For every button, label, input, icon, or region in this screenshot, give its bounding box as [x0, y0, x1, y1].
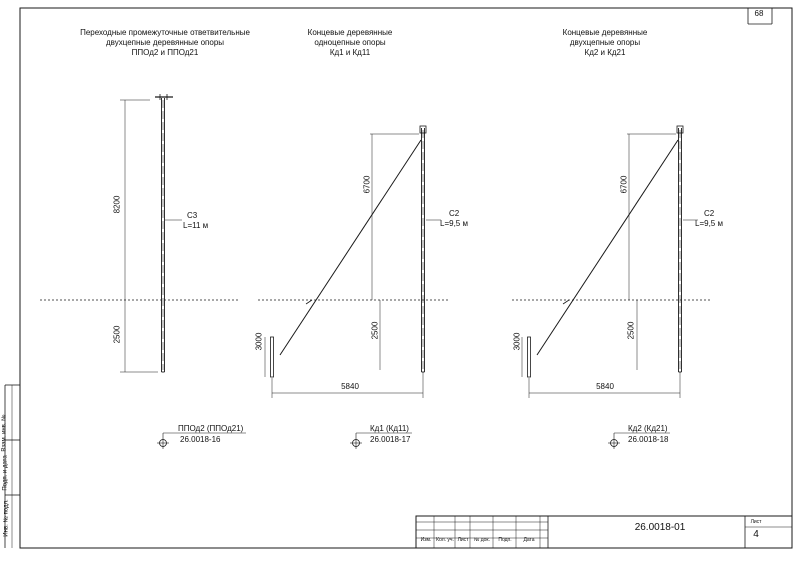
length-label-3: L=9,5 м — [695, 219, 723, 228]
dim-height-below-1: 2500 — [112, 325, 122, 344]
cable-label-3: С2 — [704, 209, 715, 218]
sheet-number: 4 — [753, 529, 759, 540]
dim-span-3: 5840 — [596, 382, 614, 391]
dim-anchor-depth-3: 3000 — [512, 332, 522, 351]
tb-col-1: Изм. — [420, 537, 432, 543]
anchor-3 — [527, 336, 531, 378]
sheet-frame — [19, 7, 793, 549]
length-label-1: L=11 м — [183, 221, 209, 230]
sheet-label: Лист — [750, 519, 762, 525]
dim-height-above-1: 8200 — [112, 195, 122, 214]
ref-name-2: Кд1 (Кд11) — [370, 424, 409, 433]
title-group-2-line-3: Кд1 и Кд11 — [329, 48, 371, 57]
page-number: 68 — [754, 9, 764, 18]
ref-name-3: Кд2 (Кд21) — [628, 424, 668, 433]
length-label-2: L=9,5 м — [440, 219, 468, 228]
stay-wire-3 — [536, 139, 679, 356]
stay-arrow-2 — [305, 299, 313, 305]
dim-span-2: 5840 — [341, 382, 359, 391]
anchor-2 — [270, 336, 274, 378]
ref-doc-2: 26.0018-17 — [370, 435, 411, 444]
title-group-2-line-1: Концевые деревянные — [307, 28, 393, 37]
doc-code: 26.0018-01 — [634, 522, 686, 533]
tb-col-2: Кол. уч. — [436, 537, 454, 543]
tb-col-4: № док. — [473, 537, 491, 543]
title-group-2-line-2: одноцепные опоры — [314, 38, 386, 47]
tb-col-5: Подп. — [498, 537, 512, 543]
cable-label-1: С3 — [187, 211, 198, 220]
title-group-3-line-2: двухцепные опоры — [569, 38, 641, 47]
stay-wire-2 — [279, 139, 422, 356]
side-stamp-1: Взам. инв. № — [1, 414, 8, 452]
dim-height-above-3: 6700 — [619, 175, 629, 194]
stay-arrow-3 — [562, 299, 570, 305]
title-block — [415, 515, 793, 549]
title-group-1-line-2: двухцепные деревянные опоры — [105, 38, 225, 47]
pole-3-cap — [676, 125, 684, 134]
tb-col-6: Дата — [523, 537, 535, 543]
dim-height-above-2: 6700 — [362, 175, 372, 194]
ref-doc-3: 26.0018-18 — [628, 435, 669, 444]
title-group-1-line-1: Переходные промежуточные ответвительные — [80, 28, 250, 37]
ref-name-1: ППОд2 (ППОд21) — [178, 424, 244, 433]
title-group-1-line-3: ППОд2 и ППОд21 — [131, 48, 199, 57]
side-stamp-2: Подп. и дата — [2, 455, 9, 491]
title-group-3-line-1: Концевые деревянные — [562, 28, 648, 37]
dim-height-below-3: 2500 — [626, 321, 636, 340]
dim-height-below-2: 2500 — [370, 321, 380, 340]
tb-col-3: Лист — [457, 537, 469, 543]
side-stamp-3: Инв. № подл. — [3, 499, 10, 537]
pole-2-cap — [419, 125, 427, 134]
dim-anchor-depth-2: 3000 — [254, 332, 264, 351]
ref-doc-1: 26.0018-16 — [180, 435, 221, 444]
cable-label-2: С2 — [449, 209, 460, 218]
title-group-3-line-3: Кд2 и Кд21 — [584, 48, 626, 57]
